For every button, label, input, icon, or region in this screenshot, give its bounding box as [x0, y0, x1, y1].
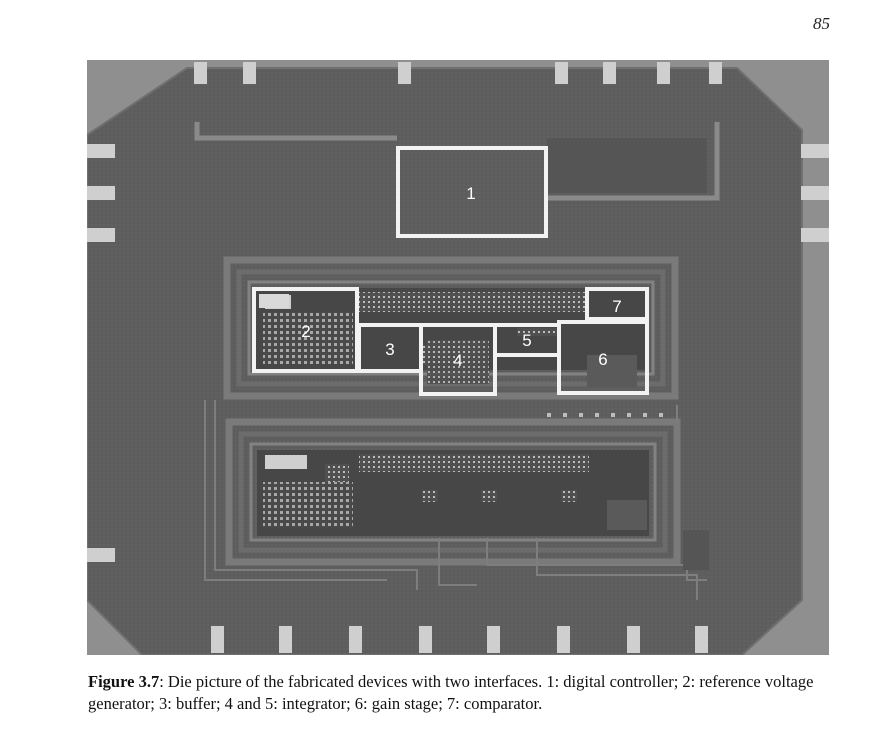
lower-interface-rings	[225, 418, 681, 566]
block-1-outline	[396, 146, 548, 238]
page-number: 85	[813, 14, 830, 33]
block-1-label: 1	[466, 184, 475, 203]
bond-pads-right	[801, 144, 829, 242]
bond-pads-top	[194, 62, 722, 84]
block-3-label: 3	[385, 340, 394, 359]
die-photo: 1 2 3 4 5 6 7	[87, 60, 829, 655]
figure-caption-text: : Die picture of the fabricated devices …	[88, 672, 814, 713]
block-6-label: 6	[598, 350, 607, 369]
block-7-label: 7	[612, 297, 621, 316]
block-2-label: 2	[301, 322, 310, 341]
block-4-outline	[419, 323, 497, 396]
block-4-label: 4	[453, 351, 462, 370]
block-5-label: 5	[522, 331, 531, 350]
bond-pads-bottom	[211, 626, 708, 653]
block-6-outline	[557, 320, 649, 395]
figure-caption: Figure 3.7: Die picture of the fabricate…	[88, 671, 833, 715]
bond-pads-left	[87, 144, 115, 562]
block-7-outline	[585, 287, 649, 321]
figure-label: Figure 3.7	[88, 672, 160, 691]
block-outlines	[252, 146, 649, 396]
